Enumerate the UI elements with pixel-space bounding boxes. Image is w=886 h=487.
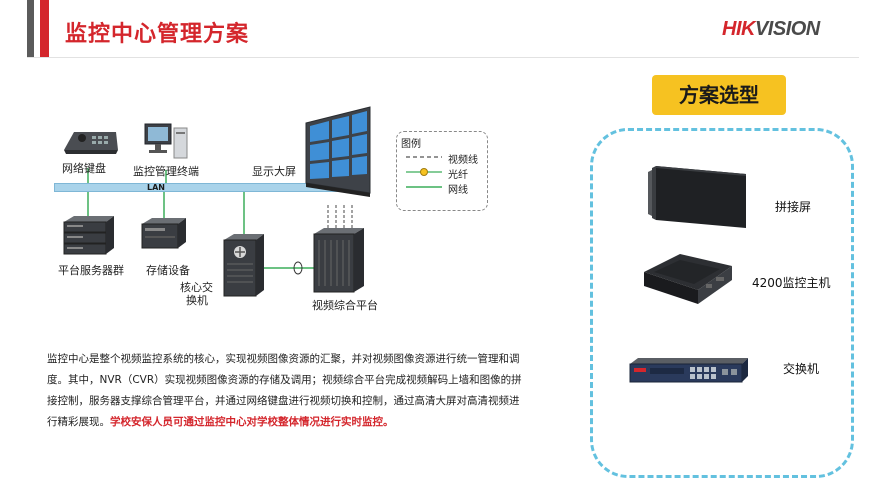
description-line-1: 监控中心是整个视频监控系统的核心，实现视频图像资源的汇聚，并对视频图像资源进行统…	[47, 349, 567, 370]
label-network-keyboard: 网络键盘	[62, 160, 106, 176]
storage-device-icon	[140, 216, 188, 254]
description-text: 监控中心是整个视频监控系统的核心，实现视频图像资源的汇聚，并对视频图像资源进行统…	[47, 349, 567, 433]
server-rack-icon	[62, 214, 116, 258]
product-label-splicing-screen: 拼接屏	[775, 198, 811, 215]
label-display-wall: 显示大屏	[252, 163, 296, 179]
core-switch-icon	[222, 232, 266, 300]
video-platform-icon	[312, 226, 366, 296]
label-management-terminal: 监控管理终端	[133, 163, 199, 179]
product-label-monitor-host: 4200监控主机	[752, 274, 831, 291]
label-video-platform: 视频综合平台	[312, 297, 378, 313]
legend-item-video-line: 视频线	[448, 151, 478, 166]
hikvision-logo: HIKVISION	[722, 18, 820, 41]
legend-item-network-cable: 网线	[448, 181, 468, 196]
brand-red-text: HIK	[722, 18, 755, 40]
computer-terminal-icon	[143, 122, 189, 162]
label-lan: LAN	[147, 183, 165, 192]
description-line-2: 度。其中，NVR（CVR）实现视频图像资源的存储及调用；视频综合平台完成视频解码…	[47, 370, 567, 391]
brand-gray-text: VISION	[755, 18, 820, 40]
product-label-switch: 交换机	[783, 360, 819, 377]
solution-selection-button[interactable]: 方案选型	[652, 75, 786, 115]
network-switch-icon	[628, 356, 750, 386]
description-line-4-normal: 行精彩展现。	[47, 416, 110, 428]
video-wall-panel-icon	[646, 162, 750, 232]
video-wall-icon	[302, 105, 374, 209]
description-line-3: 接控制，服务器支撑综合管理平台，并通过网络键盘进行视频切换和控制，通过高清大屏对…	[47, 391, 567, 412]
description-line-4: 行精彩展现。学校安保人员可通过监控中心对学校整体情况进行实时监控。	[47, 412, 567, 433]
label-core-switch-line2: 换机	[186, 292, 208, 308]
description-highlight: 学校安保人员可通过监控中心对学校整体情况进行实时监控。	[110, 416, 394, 428]
label-server-group: 平台服务器群	[58, 262, 124, 278]
legend-title: 图例	[401, 135, 421, 150]
monitor-host-icon	[640, 250, 736, 310]
label-storage-device: 存储设备	[146, 262, 190, 278]
legend-item-fiber: 光纤	[448, 166, 468, 181]
network-keyboard-icon	[60, 128, 120, 154]
network-diagram: 网络键盘 监控管理终端 LAN 显示大屏 图例	[0, 0, 600, 340]
legend-swatches	[404, 150, 444, 195]
